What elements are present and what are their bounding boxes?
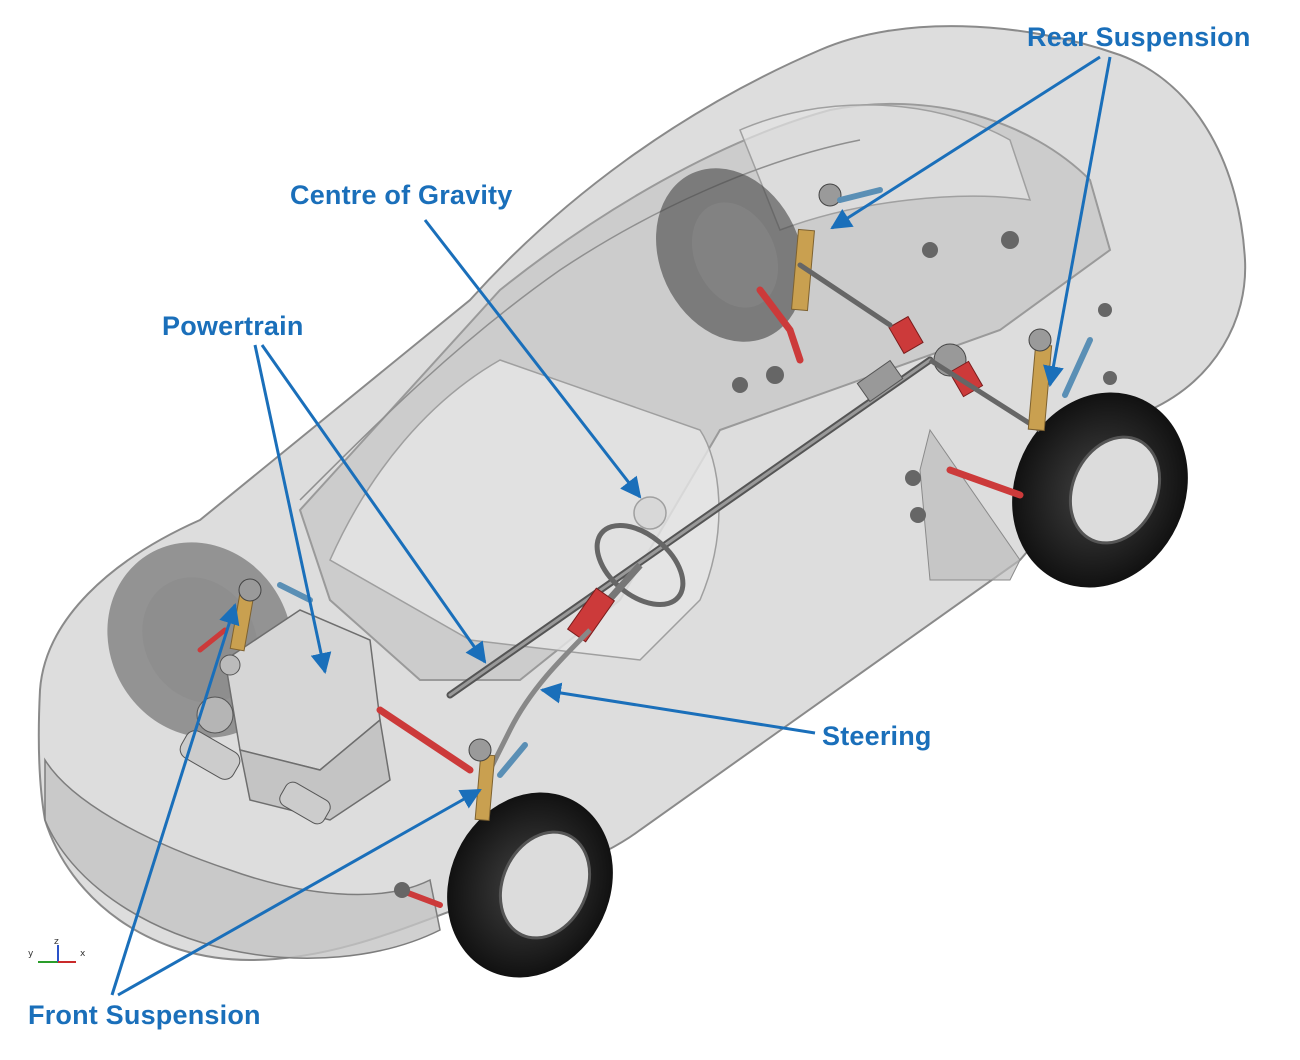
label-front-suspension: Front Suspension xyxy=(28,1000,261,1030)
side-window-line xyxy=(299,139,861,501)
axis-x-label: x xyxy=(80,949,86,959)
steering-linkage xyxy=(487,628,592,772)
arrow-front-suspension-left xyxy=(110,602,240,996)
arrow-powertrain-shaft xyxy=(260,344,487,664)
rear-suspension-left xyxy=(732,183,1019,393)
front-suspension-right xyxy=(376,706,528,908)
axis-y-label: y xyxy=(28,949,34,959)
arrow-powertrain-engine xyxy=(253,344,332,675)
arrow-centre-of-gravity xyxy=(423,219,642,499)
axis-triad: y z x xyxy=(28,937,86,963)
wheel-rear-right xyxy=(1012,392,1188,588)
axis-z-label: z xyxy=(54,937,59,947)
rear-lower-panel xyxy=(919,428,1021,581)
arrow-front-suspension-right xyxy=(117,788,482,997)
label-centre-of-gravity: Centre of Gravity xyxy=(290,180,513,210)
callout-arrows xyxy=(110,55,1112,997)
front-suspension-left xyxy=(197,578,313,653)
driveshaft xyxy=(446,356,934,699)
steering-column-joint xyxy=(566,587,616,643)
label-steering: Steering xyxy=(822,721,932,751)
label-powertrain: Powertrain xyxy=(162,311,304,341)
engine-block xyxy=(179,609,391,825)
arrow-rear-suspension-left xyxy=(830,55,1101,230)
steering-system xyxy=(487,522,686,772)
arrow-rear-suspension-right xyxy=(1043,56,1112,388)
centre-of-gravity-marker xyxy=(633,496,667,530)
label-rear-suspension: Rear Suspension xyxy=(1027,22,1251,52)
rear-differential xyxy=(888,315,1042,433)
wheel-front-right xyxy=(447,792,613,978)
arrow-steering xyxy=(539,682,816,735)
